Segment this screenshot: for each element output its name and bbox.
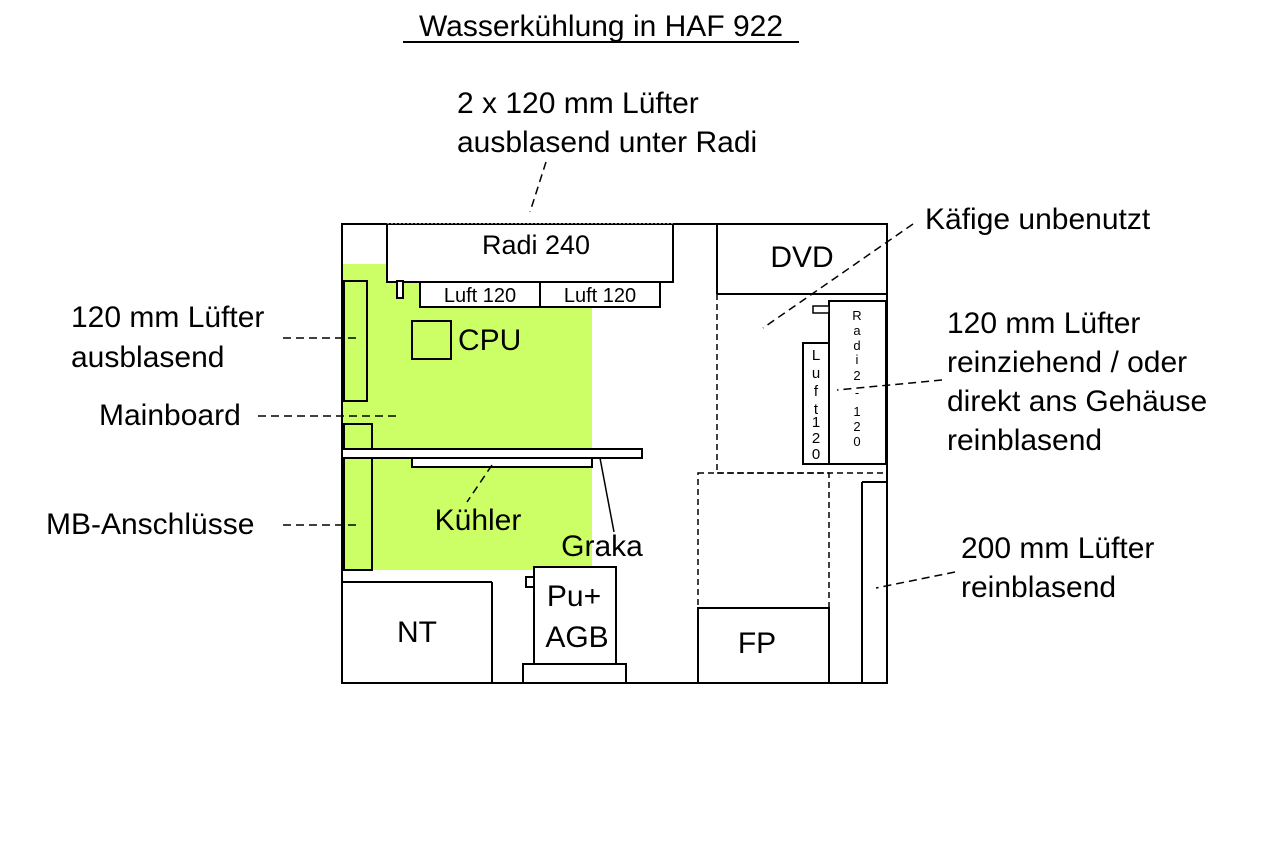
front-radi-connector [812,305,830,314]
front-fan-letter: t [814,401,819,418]
annotation-rear-fan-line: 120 mm Lüfter [71,301,264,334]
annotation-rear-fan: 120 mm Lüfter ausblasend [71,301,264,374]
pump-label-1: Pu+ [547,580,601,613]
front-radi-letter: R [852,308,861,323]
graka-card [341,448,643,459]
graka-label: Graka [561,530,643,563]
front-radi-letter: - [855,385,859,400]
fan-2-label: Luft 120 [564,285,636,307]
front-radi-letter: 2 [853,368,860,383]
front-fan-letter: u [812,365,820,382]
annotation-mb-ports: MB-Anschlüsse [46,508,254,541]
mainboard-area [342,264,592,570]
front-fan-letter: 0 [812,446,820,463]
leader-big-fan [875,571,956,589]
leader-cages [762,223,914,329]
title: Wasserkühlung in HAF 922 [419,10,783,43]
mb-ports-box [343,423,373,571]
small-connector [396,280,404,299]
front-fan-letter: 2 [812,430,820,447]
annotation-mainboard: Mainboard [99,399,241,432]
graka-cooler [411,457,593,468]
front-radi-letter: 2 [853,419,860,434]
front-fan-letter: 1 [812,414,820,431]
dvd-label: DVD [770,241,833,274]
cpu-box [411,320,452,360]
annotation-top-fans: 2 x 120 mm Lüfter ausblasend unter Radi [457,87,757,159]
front-radi-letter: 0 [853,434,860,449]
annotation-big-fan-line: reinblasend [961,571,1116,604]
annotation-cages: Käfige unbenutzt [925,203,1151,236]
front-radi-letter: i [856,352,859,367]
annotation-big-fan-line: 200 mm Lüfter [961,532,1154,565]
kuehler-label: Kühler [435,504,522,537]
front-fan-letters: L u f t 1 2 0 [812,347,820,463]
rear-fan [343,280,368,402]
fp-box [697,607,830,684]
front-radi-letters: R a d i 2 - 1 2 0 [852,308,861,449]
fp-label: FP [738,627,776,660]
leader-top-fans [529,161,547,213]
pump-connector [525,576,535,588]
pump-agb-box [533,566,617,665]
front-radi-box [828,300,887,465]
annotation-front-fan-line: reinblasend [947,424,1102,457]
leader-kuehler [466,464,493,503]
leader-graka [599,457,615,533]
leader-front-fan [836,379,943,391]
annotation-top-fans-line: 2 x 120 mm Lüfter [457,87,699,120]
annotation-front-fan-line: reinziehend / oder [947,346,1187,379]
pump-base [522,663,627,684]
annotation-front-fan: 120 mm Lüfter reinziehend / oder direkt … [947,307,1207,457]
nt-label: NT [397,616,437,649]
annotation-front-fan-line: 120 mm Lüfter [947,307,1140,340]
front-fan-box [802,342,830,465]
cpu-label: CPU [458,324,521,357]
fan-1-label: Luft 120 [444,285,516,307]
annotation-rear-fan-line: ausblasend [71,341,224,374]
radi-240-label: Radi 240 [482,230,590,260]
front-radi-letter: d [853,338,860,353]
annotation-top-fans-line: ausblasend unter Radi [457,126,757,159]
lower-cage-dashed [697,472,830,609]
front-radi-letter: a [853,323,861,338]
radi-240-box [386,223,674,283]
annotation-front-fan-line: direkt ans Gehäuse [947,385,1207,418]
pump-label-2: AGB [545,621,608,654]
front-radi-letter: 1 [853,404,860,419]
front-fan-letter: f [814,383,819,400]
annotation-big-fan: 200 mm Lüfter reinblasend [961,532,1154,604]
front-fan-letter: L [812,347,820,364]
